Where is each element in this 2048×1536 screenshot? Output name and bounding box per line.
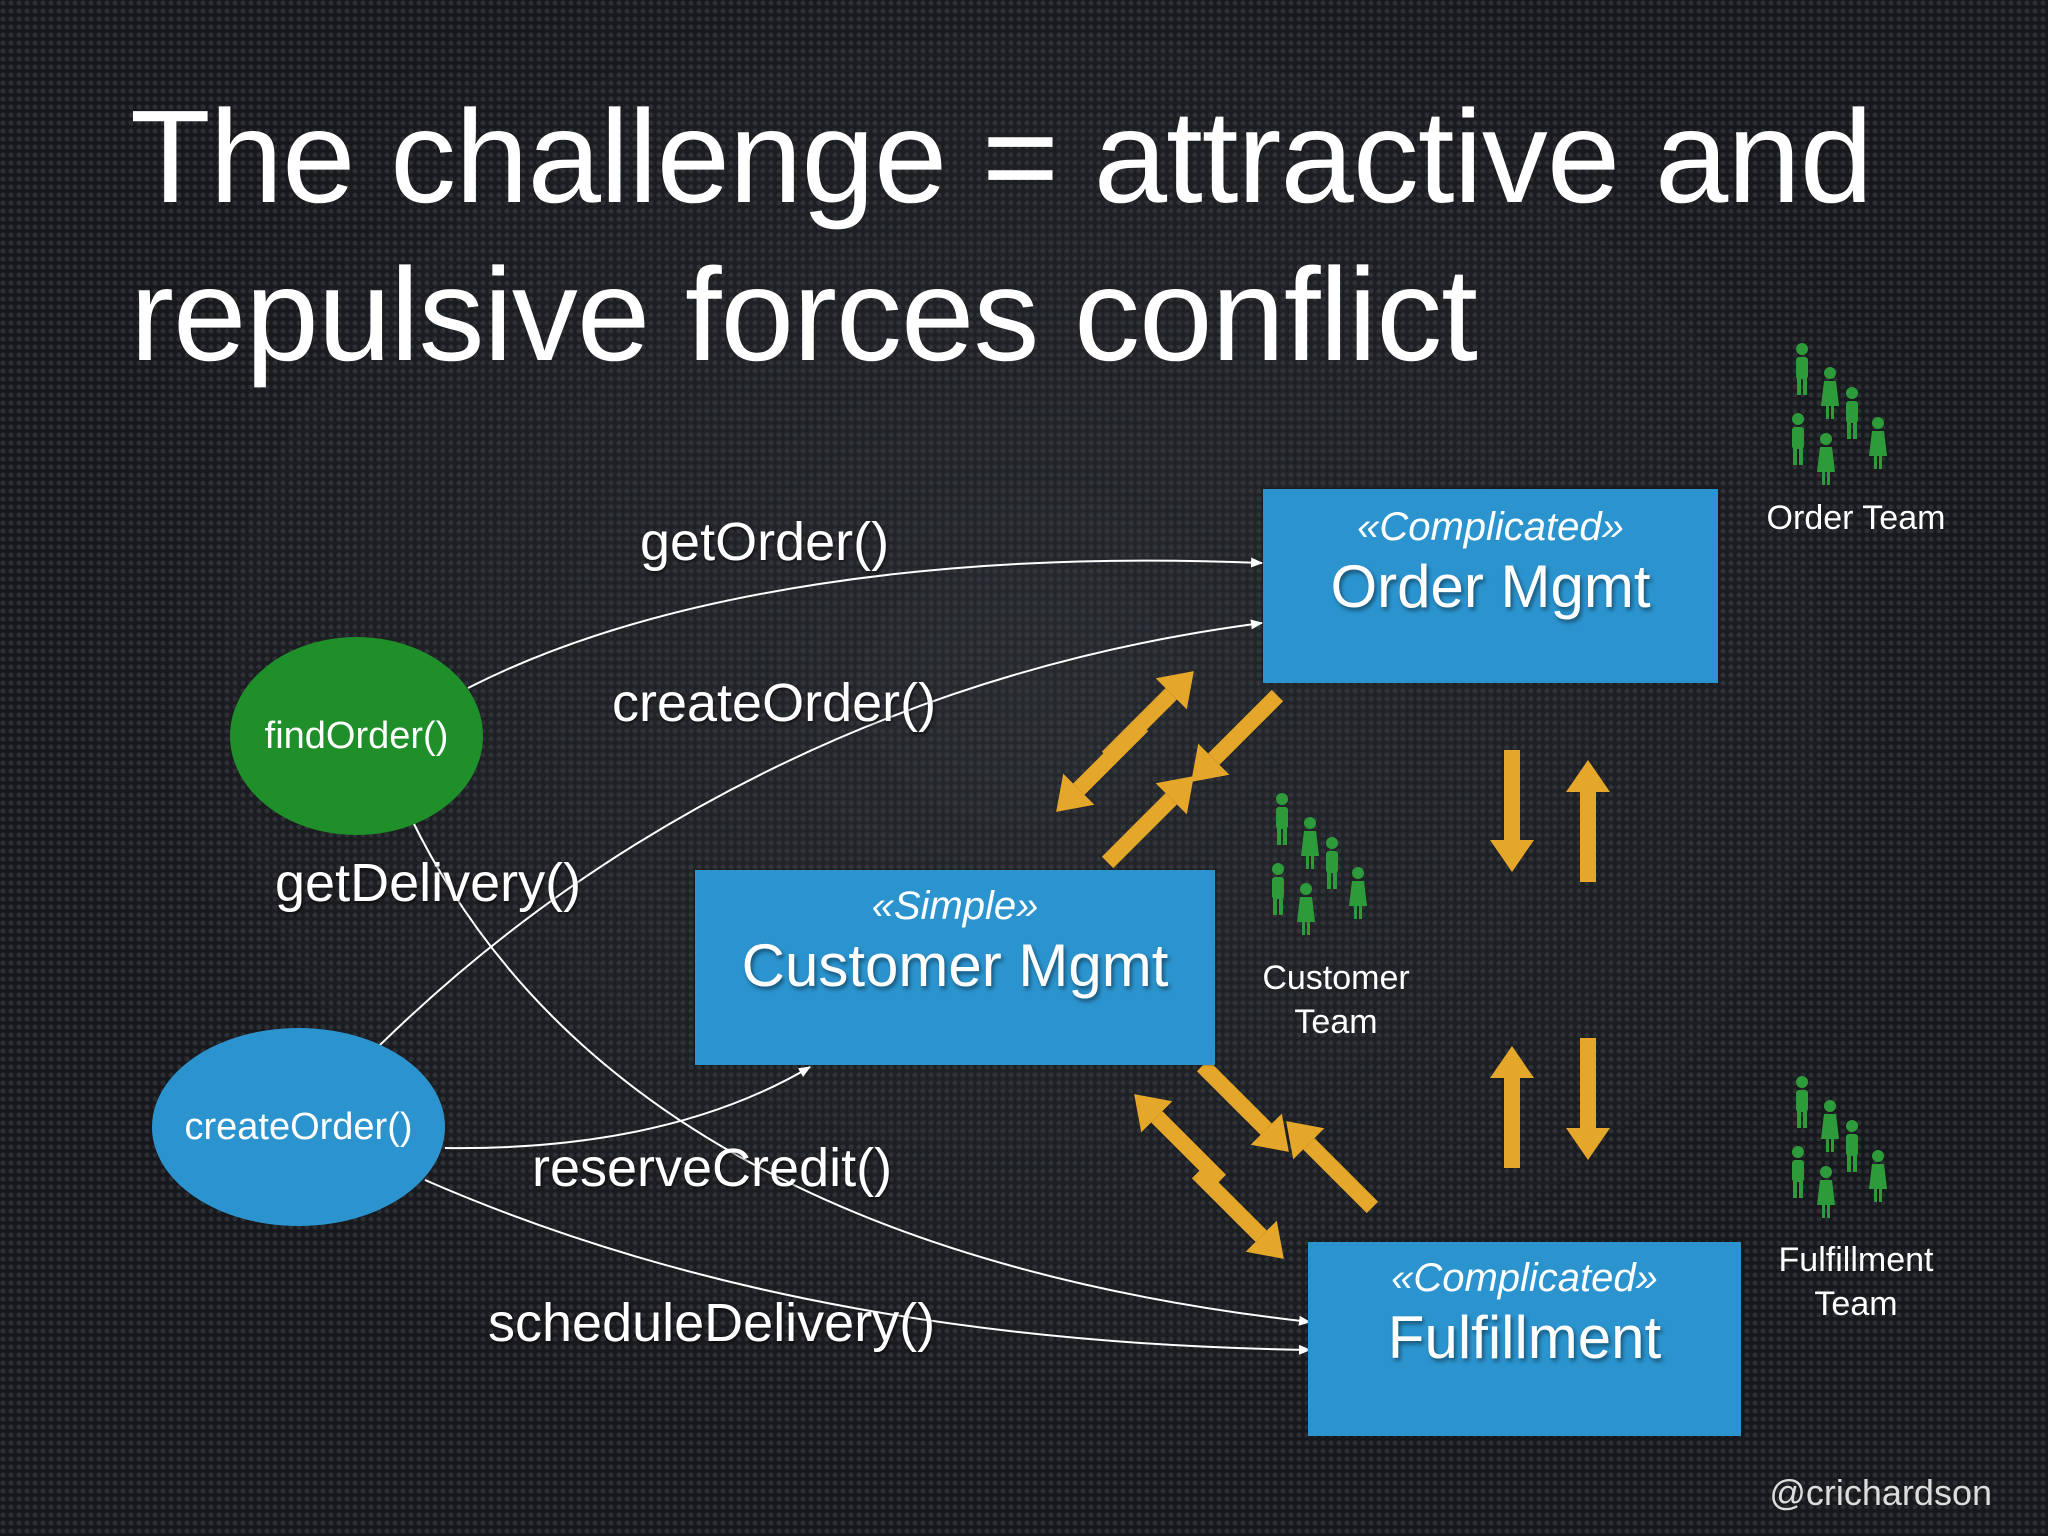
- call-line-get-order: [467, 557, 1263, 689]
- force-arrow-icon: [1566, 1038, 1610, 1160]
- order-team-label: Order Team: [1766, 499, 1946, 537]
- customer-team-label-line-1: Customer: [1262, 959, 1410, 997]
- author-credit: @crichardson: [1769, 1472, 1992, 1513]
- fulfillment-stereotype: «Complicated»: [1391, 1256, 1658, 1300]
- customer-mgmt-stereotype: «Simple»: [871, 884, 1039, 928]
- order-mgmt-name: Order Mgmt: [1330, 553, 1651, 620]
- find-order-label: findOrder(): [264, 714, 449, 757]
- create-order-label: createOrder(): [184, 1105, 413, 1148]
- force-arrow-icon: [1187, 1050, 1305, 1168]
- force-arrow-icon: [1175, 680, 1293, 798]
- force-arrow-icon: [1182, 1157, 1300, 1275]
- call-line-create-order: [379, 619, 1263, 1046]
- find-order-operation: findOrder(): [230, 637, 483, 835]
- slide-title: The challenge = attractive and repulsive…: [130, 78, 1930, 394]
- fulfillment-team-label: Fulfillment Team: [1756, 1238, 1956, 1326]
- fulfillment-team-label-line-2: Team: [1814, 1285, 1898, 1323]
- customer-mgmt-name: Customer Mgmt: [741, 932, 1169, 999]
- fulfillment-service: «Complicated» Fulfillment: [1308, 1242, 1741, 1436]
- customer-team-label: Customer Team: [1236, 956, 1436, 1044]
- create-order-operation: createOrder(): [152, 1028, 445, 1226]
- order-mgmt-service: «Complicated» Order Mgmt: [1263, 489, 1718, 683]
- customer-mgmt-service: «Simple» Customer Mgmt: [695, 870, 1215, 1065]
- call-label-get-order: getOrder(): [640, 512, 890, 572]
- force-arrow-icon: [1040, 710, 1158, 828]
- force-arrow-icon: [1490, 1046, 1534, 1168]
- slide-title-line-2: repulsive forces conflict: [130, 241, 1478, 388]
- call-label-create-order: createOrder(): [612, 673, 937, 733]
- call-label-schedule-delivery: scheduleDelivery(): [488, 1293, 936, 1353]
- force-arrow-icon: [1490, 750, 1534, 872]
- order-team-people-icon: [1792, 343, 1887, 485]
- fulfillment-name: Fulfillment: [1387, 1304, 1662, 1371]
- call-line-schedule-delivery: [424, 1179, 1311, 1355]
- call-label-reserve-credit: reserveCredit(): [532, 1138, 893, 1198]
- slide-title-line-1: The challenge = attractive and: [130, 83, 1873, 230]
- call-line-reserve-credit: [444, 1066, 811, 1150]
- call-line-get-delivery: [411, 819, 1311, 1326]
- force-arrow-icon: [1092, 760, 1210, 878]
- force-arrow-icon: [1566, 760, 1610, 882]
- fulfillment-team-people-icon: [1792, 1076, 1887, 1218]
- force-arrow-icon: [1118, 1078, 1236, 1196]
- customer-team-people-icon: [1272, 793, 1367, 935]
- force-arrow-icon: [1270, 1105, 1388, 1223]
- call-label-get-delivery: getDelivery(): [275, 853, 582, 913]
- fulfillment-team-label-line-1: Fulfillment: [1778, 1241, 1934, 1279]
- order-mgmt-stereotype: «Complicated»: [1357, 505, 1624, 549]
- customer-team-label-line-2: Team: [1294, 1003, 1378, 1041]
